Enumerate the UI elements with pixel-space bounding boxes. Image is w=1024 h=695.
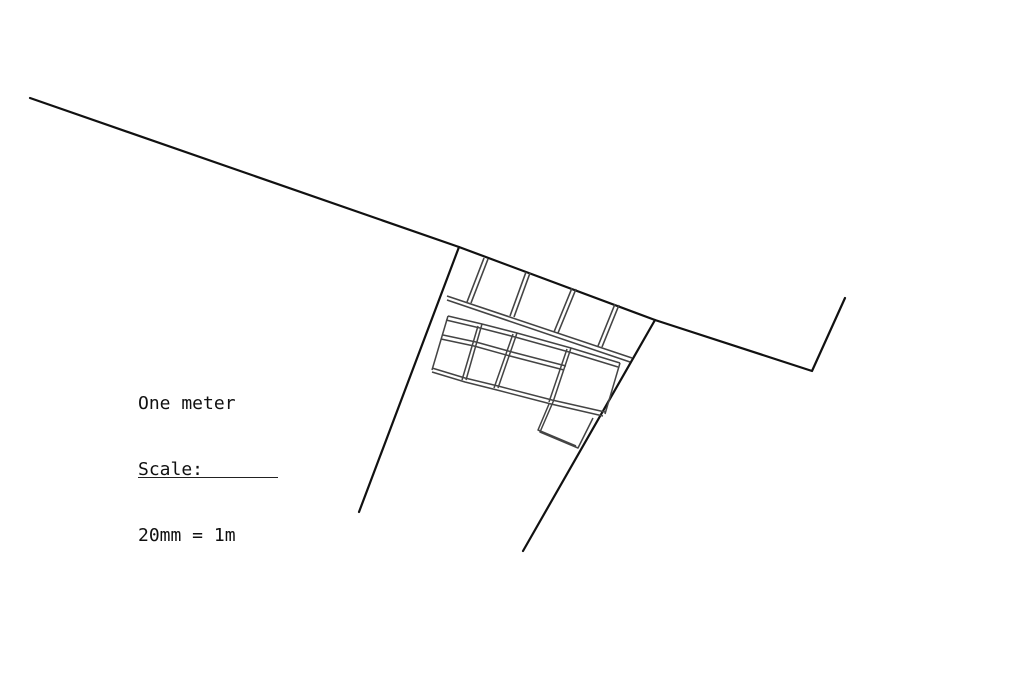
tile-cluster-v1 — [465, 323, 483, 381]
tile-divider-3b — [557, 288, 577, 334]
tile-cluster-lower — [431, 315, 621, 449]
tile-divider-4 — [597, 303, 616, 347]
tile-cluster-v2 — [497, 332, 518, 389]
tile-cluster-row2-bottom-2 — [431, 371, 604, 417]
tile-row-upper-bottom-edge — [446, 295, 633, 359]
tile-divider-2 — [509, 271, 527, 317]
tile-divider-1b — [470, 258, 489, 304]
scale-legend: One meter Scale: 20mm = 1m — [138, 349, 236, 591]
corridor-left-edge — [357, 245, 461, 514]
tile-divider-2b — [513, 272, 531, 318]
tile-cluster-row2-bottom — [431, 367, 606, 413]
tile-cluster-v1b — [461, 325, 479, 381]
tile-cluster-v3b — [548, 348, 568, 403]
scale-bar — [138, 477, 278, 478]
tile-cluster-v2b — [493, 333, 514, 389]
tile-cluster-bottom-tile-2 — [537, 403, 577, 447]
legend-line-scale: Scale: — [138, 459, 204, 480]
tile-divider-4b — [601, 304, 620, 348]
tile-cluster-right-block — [604, 362, 621, 415]
tile-cluster-mid-edge — [442, 334, 567, 367]
tile-row-upper-bottom-edge-2 — [446, 299, 631, 363]
tile-row-upper — [446, 257, 633, 363]
boundary-wall — [28, 96, 847, 373]
tile-cluster-left-edge — [431, 315, 449, 371]
tile-divider-3 — [553, 287, 573, 333]
legend-line-one-meter: One meter — [138, 393, 236, 414]
boundary-wall-line — [28, 96, 847, 373]
tile-divider-1 — [466, 257, 485, 303]
tile-cluster-v3 — [552, 347, 572, 403]
corridor-edges — [357, 245, 657, 553]
tile-cluster-bottom-tile — [539, 401, 594, 449]
legend-line-ratio: 20mm = 1m — [138, 525, 236, 546]
tile-cluster-mid-edge-2 — [440, 338, 565, 371]
corridor-right-edge — [521, 318, 657, 553]
